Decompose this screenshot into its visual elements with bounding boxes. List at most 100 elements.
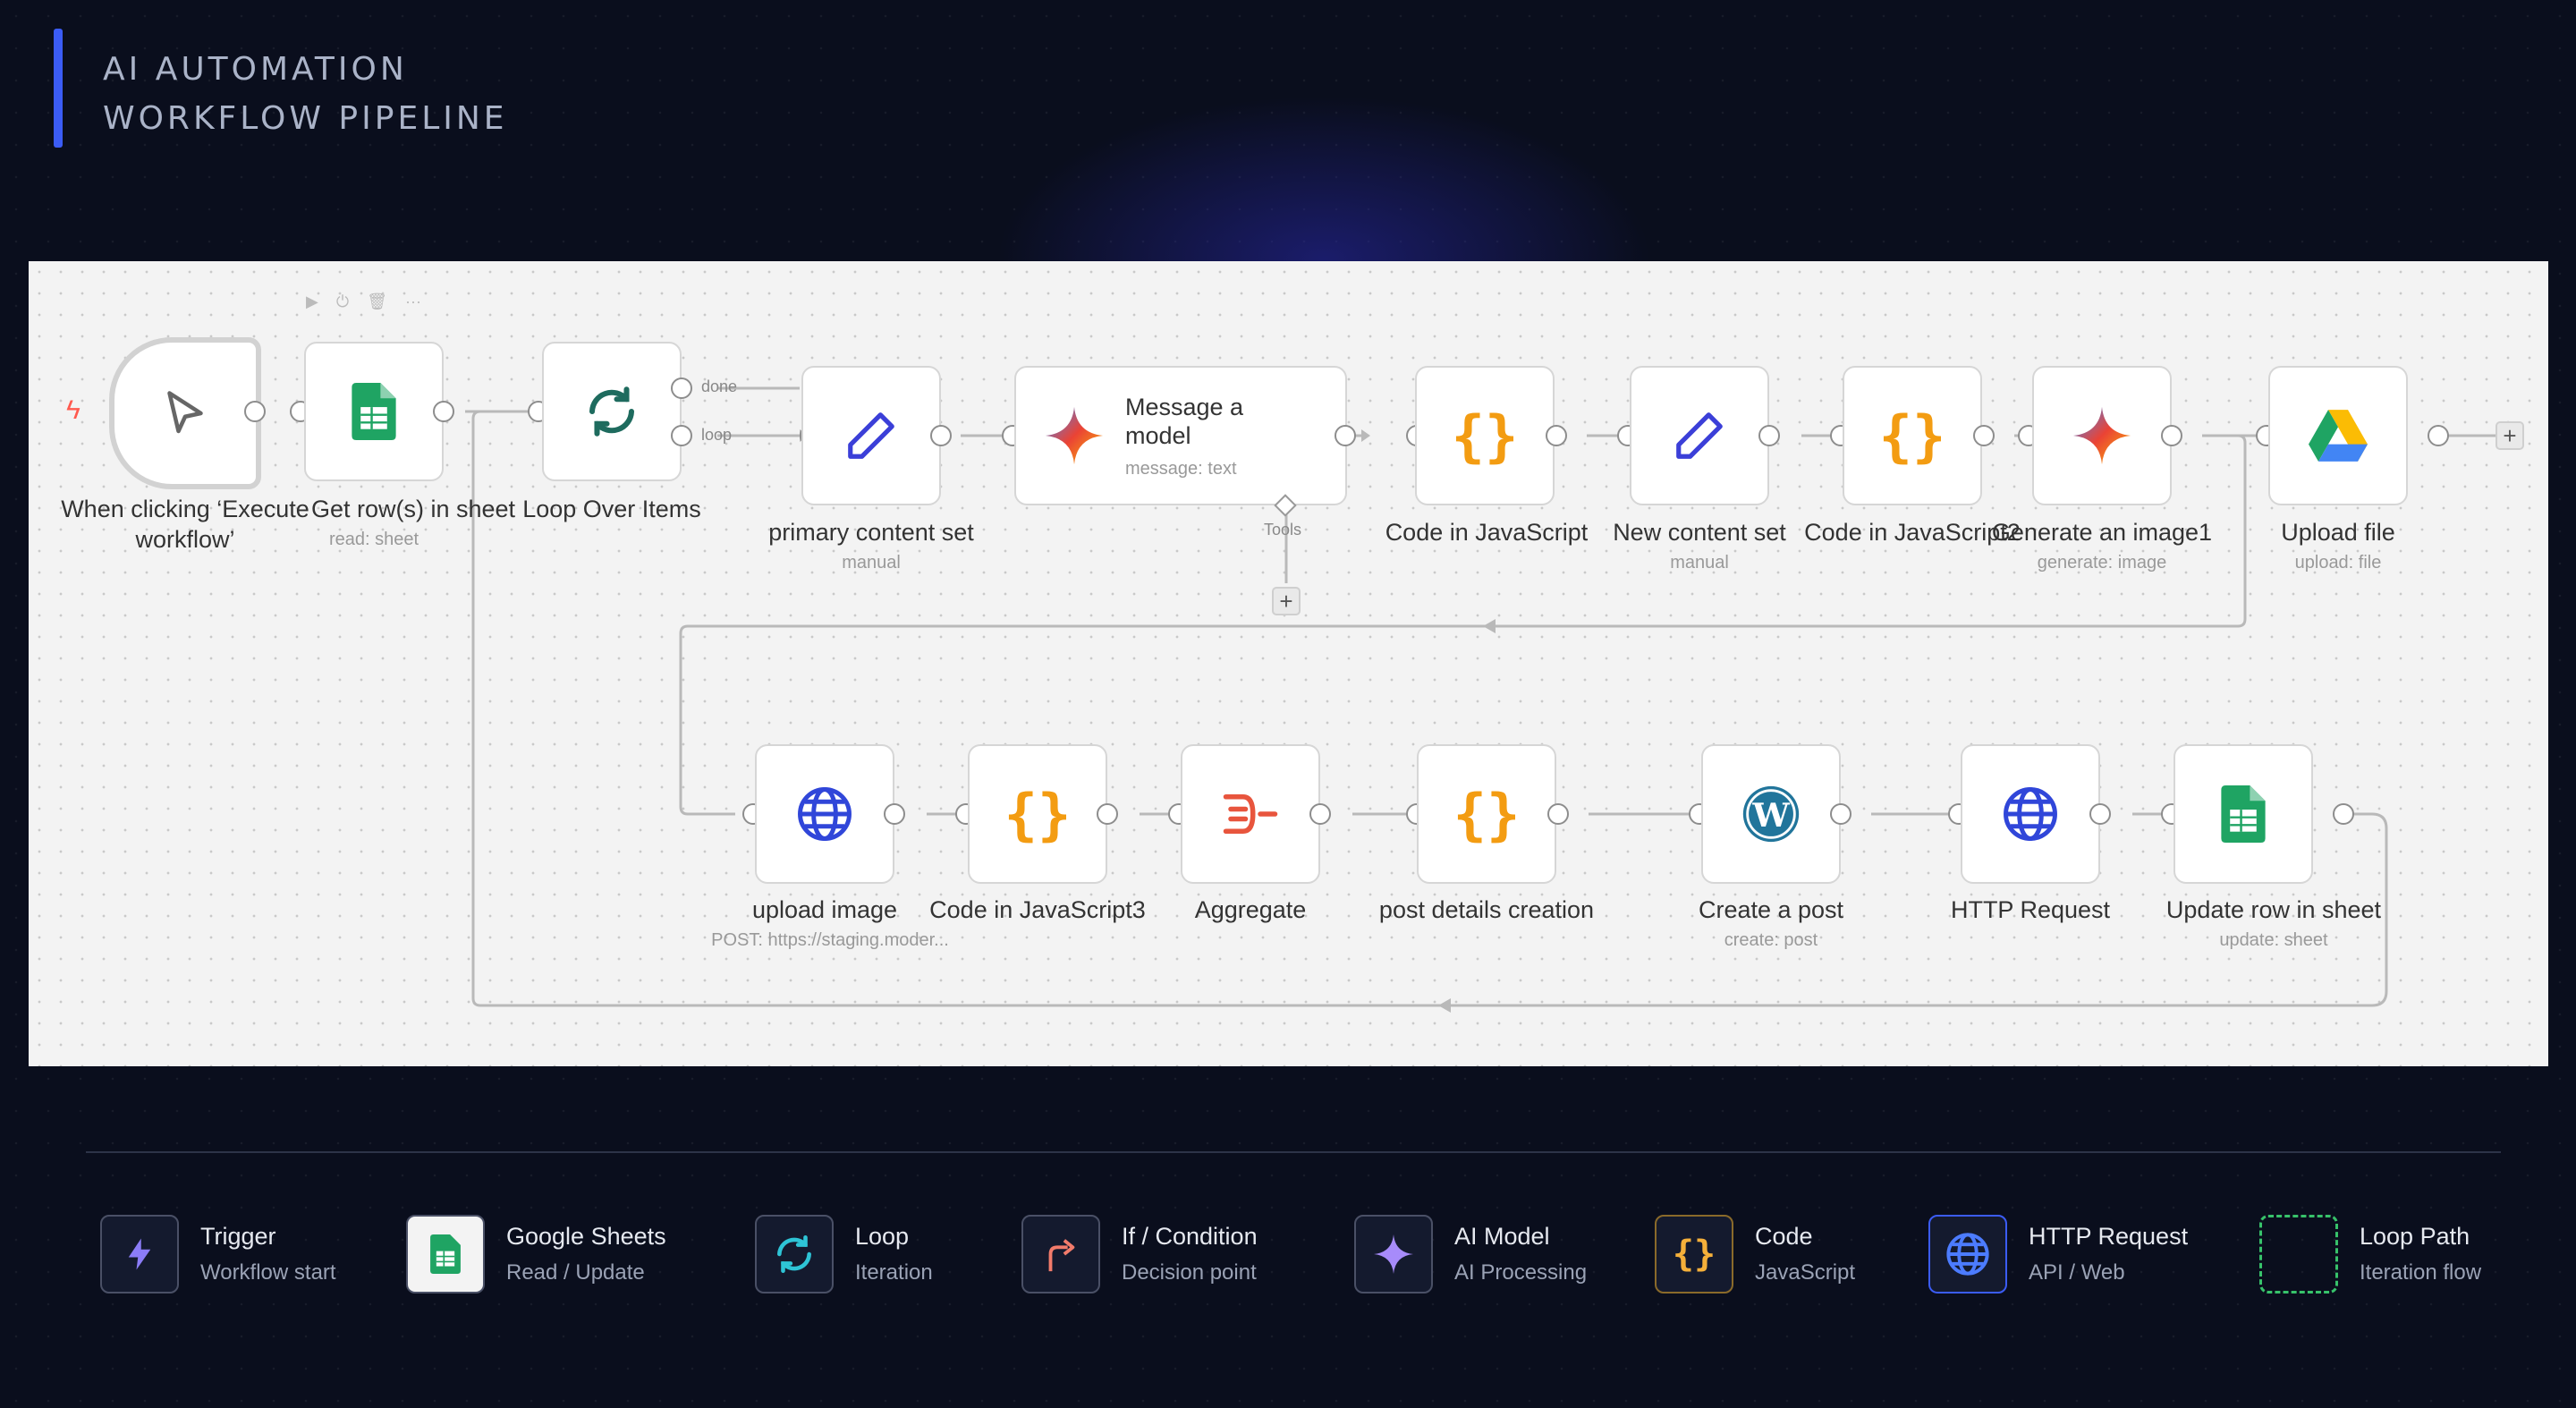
lightning-icon [100,1215,179,1293]
node-label: primary content set [768,519,974,546]
node-upload-image[interactable] [755,744,894,884]
delete-icon[interactable]: 🗑 [367,293,387,310]
port-out[interactable] [2428,425,2449,446]
node-sub: create: post [1724,930,1818,950]
legend-sub: Read / Update [506,1260,645,1285]
legend-sub: Iteration flow [2360,1260,2482,1285]
legend-title: If / Condition [1122,1223,1258,1250]
node-toolbar: ▶ ⏻ 🗑 ··· [306,293,421,311]
google-sheets-icon [352,383,396,440]
legend-sub: Iteration [855,1260,933,1285]
done-label: done [701,377,738,395]
node-generate-image[interactable] [2032,366,2172,505]
node-sub: message: text [1125,458,1237,479]
legend-title: AI Model [1454,1223,1550,1250]
node-label: Code in JavaScript2 [1804,519,2021,546]
port-out[interactable] [1547,803,1569,825]
workflow-canvas[interactable]: ▶ ⏻ 🗑 ··· ϟ When clicking ‘Execute workf… [29,261,2548,1066]
node-update-row[interactable] [2174,744,2313,884]
run-icon[interactable]: ▶ [306,293,318,310]
port-out[interactable] [1309,803,1331,825]
port-out[interactable] [1335,425,1356,446]
google-sheets-icon [2221,785,2266,843]
code-braces-icon: {} [1878,403,1946,469]
globe-icon [1928,1215,2007,1293]
node-code1[interactable]: {} [1415,366,1555,505]
port-out[interactable] [1097,803,1118,825]
add-node-button[interactable]: + [2496,421,2524,450]
node-upload-file[interactable] [2268,366,2408,505]
add-tool-button[interactable]: + [1272,587,1301,615]
node-new-content[interactable] [1630,366,1769,505]
wordpress-icon: W [1742,785,1800,843]
gemini-icon [2072,406,2131,465]
node-label: HTTP Request [1950,896,2111,923]
node-label: New content set [1613,519,1786,546]
loop-icon [589,386,635,437]
port-loop[interactable] [671,425,692,446]
legend-sub: Decision point [1122,1260,1257,1285]
legend-title: Google Sheets [506,1223,666,1250]
node-primary-content[interactable] [801,366,941,505]
node-label: Update row in sheet [2165,896,2382,923]
legend-sub: API / Web [2029,1260,2125,1285]
tools-label: Tools [1264,521,1302,539]
node-code3[interactable]: {} [968,744,1107,884]
port-out[interactable] [1973,425,1995,446]
port-out[interactable] [1546,425,1567,446]
title-accent-bar [54,29,63,148]
port-out[interactable] [244,401,266,422]
port-out[interactable] [433,401,454,422]
code-braces-icon: {} [1655,1215,1733,1293]
node-label: Code in JavaScript [1385,519,1589,546]
port-done[interactable] [671,377,692,399]
legend-title: Trigger [200,1223,276,1250]
port-out[interactable] [2333,803,2354,825]
gemini-icon [1045,406,1104,465]
globe-icon [798,787,852,841]
node-label: Get row(s) in sheet [310,496,516,522]
node-http-request[interactable] [1961,744,2100,884]
node-message-model[interactable]: Message a model message: text [1014,366,1347,505]
node-sub: generate: image [2037,553,2167,573]
code-braces-icon: {} [1004,781,1072,847]
page-title-line1: AI AUTOMATION [103,51,408,88]
legend-title: HTTP Request [2029,1223,2189,1250]
node-aggregate[interactable] [1181,744,1320,884]
legend-divider [86,1151,2501,1153]
node-loop[interactable] [542,342,682,481]
node-post-details[interactable]: {} [1417,744,1556,884]
legend-title: Loop Path [2360,1223,2470,1250]
svg-text:W: W [1751,795,1790,835]
node-trigger[interactable] [109,337,261,489]
node-get-rows[interactable] [304,342,444,481]
node-title: Message a model [1125,393,1244,449]
legend-title: Code [1755,1223,1813,1250]
port-out[interactable] [930,425,952,446]
loop-icon [755,1215,834,1293]
port-out[interactable] [1758,425,1780,446]
more-icon[interactable]: ··· [404,293,421,310]
node-sub: update: sheet [2219,930,2328,950]
node-sub: manual [1670,553,1729,573]
pencil-icon [1676,412,1723,459]
port-out[interactable] [2089,803,2111,825]
legend-sub: Workflow start [200,1260,336,1285]
port-out[interactable] [884,803,905,825]
node-label: Upload file [2281,519,2395,546]
legend-sub: JavaScript [1755,1260,1856,1285]
node-create-post[interactable]: W [1701,744,1841,884]
port-out[interactable] [2161,425,2182,446]
aggregate-icon [1223,794,1278,834]
node-label: Code in JavaScript3 [929,896,1146,923]
node-code2[interactable]: {} [1843,366,1982,505]
power-icon[interactable]: ⏻ [335,293,350,310]
port-out[interactable] [1830,803,1852,825]
dashed-box-icon [2259,1215,2338,1293]
google-sheets-icon [406,1215,485,1293]
